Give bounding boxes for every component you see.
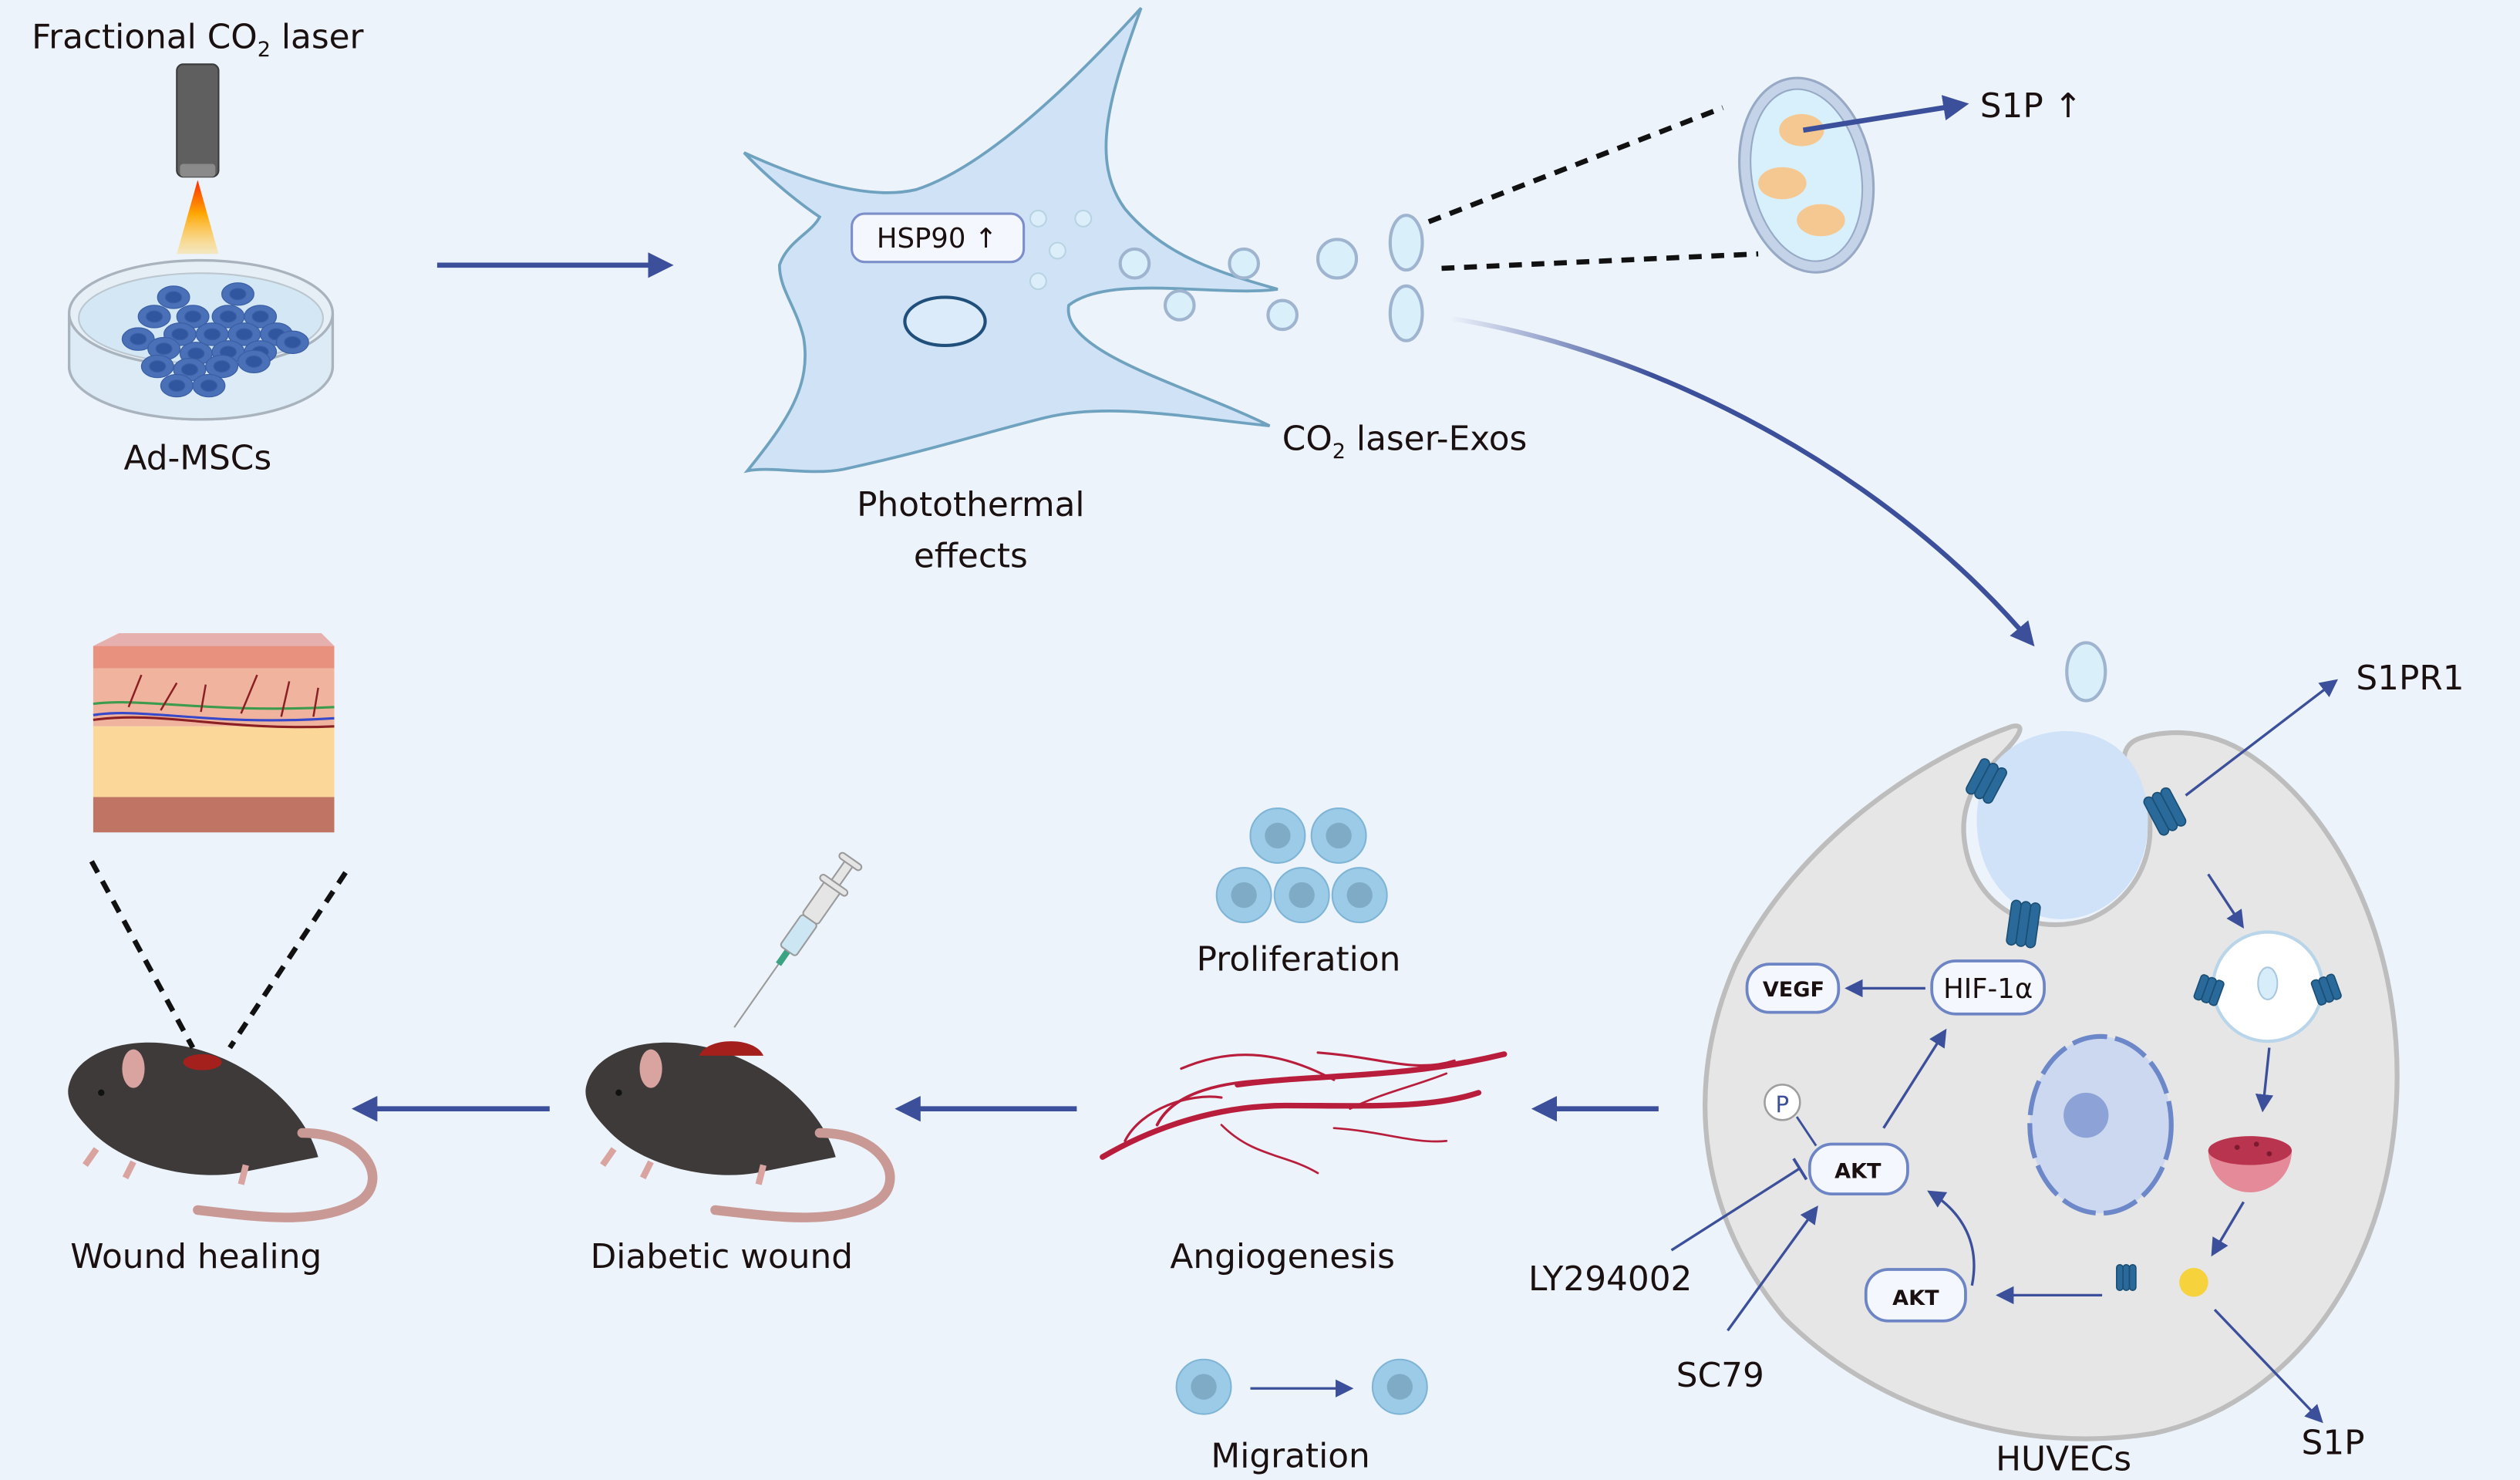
arrow-to-s1p	[2211, 1201, 2245, 1257]
wound-healing-label: Wound healing	[70, 1237, 322, 1276]
laser-device	[176, 63, 220, 255]
inhibit-bar	[1792, 1158, 1808, 1181]
photothermal-label-1: Photothermal	[857, 485, 1084, 524]
hsp90-label: HSP90 ↑	[877, 223, 997, 255]
akt-bottom-box	[1864, 1268, 1967, 1323]
msc-nucleus	[168, 379, 186, 392]
arrow-akt-activation	[1927, 1190, 1976, 1286]
msc-nucleus	[165, 291, 183, 304]
vegf-label: VEGF	[1763, 978, 1824, 1002]
arrow-s1pr1	[2185, 679, 2339, 797]
msc-nucleus	[229, 288, 247, 301]
msc-cluster	[121, 282, 309, 398]
zoom-line-right	[227, 871, 348, 1050]
proliferation-label: Proliferation	[1197, 940, 1401, 979]
arrow-exos-to-huvec	[1449, 315, 2035, 647]
laser-label: Fractional CO2 laser	[32, 18, 363, 62]
msc-nucleus	[235, 328, 253, 341]
photothermal-label-2: effects	[914, 537, 1028, 576]
phosphate-link	[1795, 1116, 1818, 1147]
msc-nucleus	[149, 360, 167, 373]
hif1a-box	[1930, 959, 2046, 1016]
msc-nucleus	[219, 310, 238, 323]
msc-nucleus	[200, 379, 217, 392]
sc79-activate-arrow	[1727, 1205, 1818, 1332]
exosome-magnified	[1738, 76, 1875, 274]
hif1a-label: HIF-1α	[1943, 973, 2033, 1005]
msc-nucleus	[180, 363, 198, 376]
arrow-s1p-up	[1802, 95, 1969, 133]
msc-nucleus	[130, 332, 147, 346]
s1p-molecule	[2179, 1267, 2208, 1297]
huvec-nucleus	[2027, 1033, 2174, 1216]
ly294002-inhibit-line	[1670, 1167, 1801, 1252]
receptor-small-icon	[2116, 1263, 2137, 1291]
msc-nucleus	[155, 342, 173, 356]
phosphate-icon	[1764, 1084, 1801, 1121]
internalized-vesicle	[2193, 930, 2342, 1043]
s1pr1-receptor-icon	[1966, 758, 2007, 804]
zoom-line-left	[89, 860, 196, 1050]
mouse-diabetic-icon	[585, 1041, 895, 1222]
angiogenesis-label: Angiogenesis	[1170, 1237, 1394, 1276]
endosome	[1976, 731, 2148, 919]
skin-section-icon	[93, 632, 335, 833]
arrow-akt-to-hif	[1882, 1028, 1947, 1129]
s1pr1-receptor-icon	[2143, 787, 2187, 836]
ad-mscs-label: Ad-MSCs	[124, 438, 272, 477]
exos-label: CO2 laser-Exos	[1282, 419, 1528, 463]
msc-nucleus	[245, 355, 263, 368]
hsp90-box	[851, 212, 1026, 264]
msc-nucleus	[204, 328, 221, 341]
diabetic-wound-label: Diabetic wound	[591, 1237, 853, 1276]
sc79-label: SC79	[1676, 1356, 1764, 1395]
akt-top-label: AKT	[1834, 1159, 1882, 1183]
s1p-up-label: S1P ↑	[1980, 86, 2083, 126]
akt-bottom-label: AKT	[1892, 1286, 1939, 1310]
petri-dish-icon	[67, 258, 335, 421]
migration-cells-icon	[1175, 1358, 1428, 1415]
msc-nucleus	[251, 310, 269, 323]
syringe-icon	[733, 851, 863, 1028]
intracellular-vesicles	[1029, 209, 1093, 291]
s1pr1-label: S1PR1	[2356, 659, 2464, 698]
msc-nucleus	[187, 347, 205, 360]
laser-beam	[177, 180, 219, 255]
zoom-line-top	[1427, 105, 1724, 224]
msc-nucleus	[171, 328, 189, 341]
incoming-exosome	[2065, 641, 2107, 703]
released-exosomes	[1118, 214, 1424, 342]
phosphate-label: P	[1776, 1091, 1790, 1118]
msc-nucleus	[213, 360, 231, 373]
nucleus	[903, 295, 987, 348]
proliferation-cells-icon	[1215, 807, 1388, 924]
s1p-label: S1P	[2302, 1424, 2365, 1463]
akt-top-box	[1807, 1142, 1909, 1195]
arrow-to-vesicle	[2207, 873, 2244, 929]
zoom-line-bottom	[1441, 251, 1759, 271]
mouse-healed-icon	[68, 1042, 378, 1222]
msc-nucleus	[146, 310, 163, 323]
huvecs-label: HUVECs	[1996, 1440, 2131, 1479]
ly294002-label: LY294002	[1528, 1259, 1692, 1299]
migration-label: Migration	[1211, 1436, 1369, 1475]
vegf-box	[1745, 963, 1841, 1014]
msc-nucleus	[284, 335, 302, 349]
arrow-s1p-out	[2213, 1308, 2323, 1424]
s1pr1-receptor-icon	[2006, 899, 2041, 949]
arrow-to-lysosome	[2255, 1047, 2274, 1113]
lysosome-icon	[2208, 1136, 2293, 1193]
blood-vessel-icon	[1100, 1051, 1508, 1175]
msc-nucleus	[184, 310, 202, 323]
